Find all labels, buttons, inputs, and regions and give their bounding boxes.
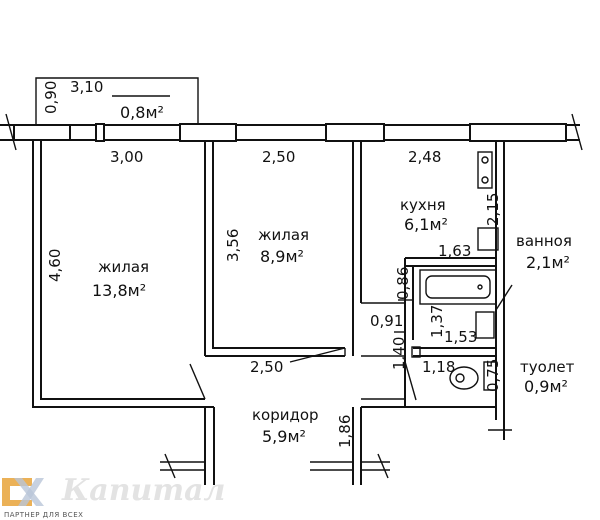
large-room-width: 3,00: [110, 148, 143, 166]
fixtures: [411, 151, 513, 391]
large-room-length: 4,60: [46, 249, 64, 282]
interior-walls: [32, 140, 512, 485]
balcony-depth-label: 0,90: [42, 81, 60, 114]
bathroom-sink-icon: [475, 311, 495, 339]
balcony-outline: [35, 77, 199, 125]
kitchen-length: 2,15: [484, 193, 502, 226]
toilet-label: туолет: [520, 358, 575, 376]
bathtub-icon: [419, 269, 497, 305]
balcony-area-label: 0,8м²: [120, 103, 164, 122]
corridor-area: 5,9м²: [262, 427, 306, 446]
bath-dim-086: 0,86: [394, 267, 412, 300]
window-1: [179, 123, 237, 142]
room-labels: жилая 13,8м² жилая 8,9м² кухня 6,1м² ван…: [92, 196, 575, 446]
watermark: Капитал ПАРТНЕР ДЛЯ ВСЕХ: [2, 473, 226, 519]
bath-dim-091: 0,91: [370, 312, 403, 330]
large-room-label: жилая: [98, 258, 149, 276]
exterior-wall: [0, 113, 583, 151]
window-3: [469, 123, 567, 142]
bathroom-width: 1,53: [444, 328, 477, 346]
bathroom-area: 2,1м²: [526, 253, 570, 272]
balcony-door: [95, 123, 105, 142]
watermark-text: Капитал: [61, 473, 226, 508]
small-room-label: жилая: [258, 226, 309, 244]
window-2: [325, 123, 385, 142]
dimensions: 3,00 4,60 2,50 3,56 2,50 2,48 2,15 1,63 …: [46, 148, 502, 448]
kitchen-bottom-width: 1,63: [438, 242, 471, 260]
small-room-length: 3,56: [224, 229, 242, 262]
corridor-dim-140: 1,40: [390, 337, 408, 370]
door-swing-small-room: [289, 347, 346, 363]
watermark-logo-icon: [2, 478, 44, 506]
door-swing-large-room: [189, 363, 206, 400]
toilet-depth: 0,75: [484, 359, 502, 392]
corridor-label: коридор: [252, 406, 319, 424]
bathroom-label: ванноя: [516, 232, 572, 250]
kitchen-width: 2,48: [408, 148, 441, 166]
small-room-area: 8,9м²: [260, 247, 304, 266]
toilet-tank-icon: [483, 361, 497, 391]
watermark-tagline: ПАРТНЕР ДЛЯ ВСЕХ: [4, 511, 83, 519]
kitchen-area: 6,1м²: [404, 215, 448, 234]
kitchen-label: кухня: [400, 196, 446, 214]
toilet-width: 1,18: [422, 358, 455, 376]
toilet-bowl-icon: [449, 366, 479, 390]
toilet-area: 0,9м²: [524, 377, 568, 396]
small-room-bottom-width: 2,50: [250, 358, 283, 376]
kitchen-sink-icon: [477, 227, 499, 251]
small-room-width: 2,50: [262, 148, 295, 166]
balcony: 3,10 0,90 0,8м²: [35, 77, 199, 125]
balcony-width-label: 3,10: [70, 78, 103, 96]
large-room-area: 13,8м²: [92, 281, 146, 300]
bath-dim-137: 1,37: [428, 305, 446, 338]
stove-icon: [477, 151, 493, 189]
corridor-dim-186: 1,86: [336, 415, 354, 448]
wall-pier: [13, 124, 71, 141]
